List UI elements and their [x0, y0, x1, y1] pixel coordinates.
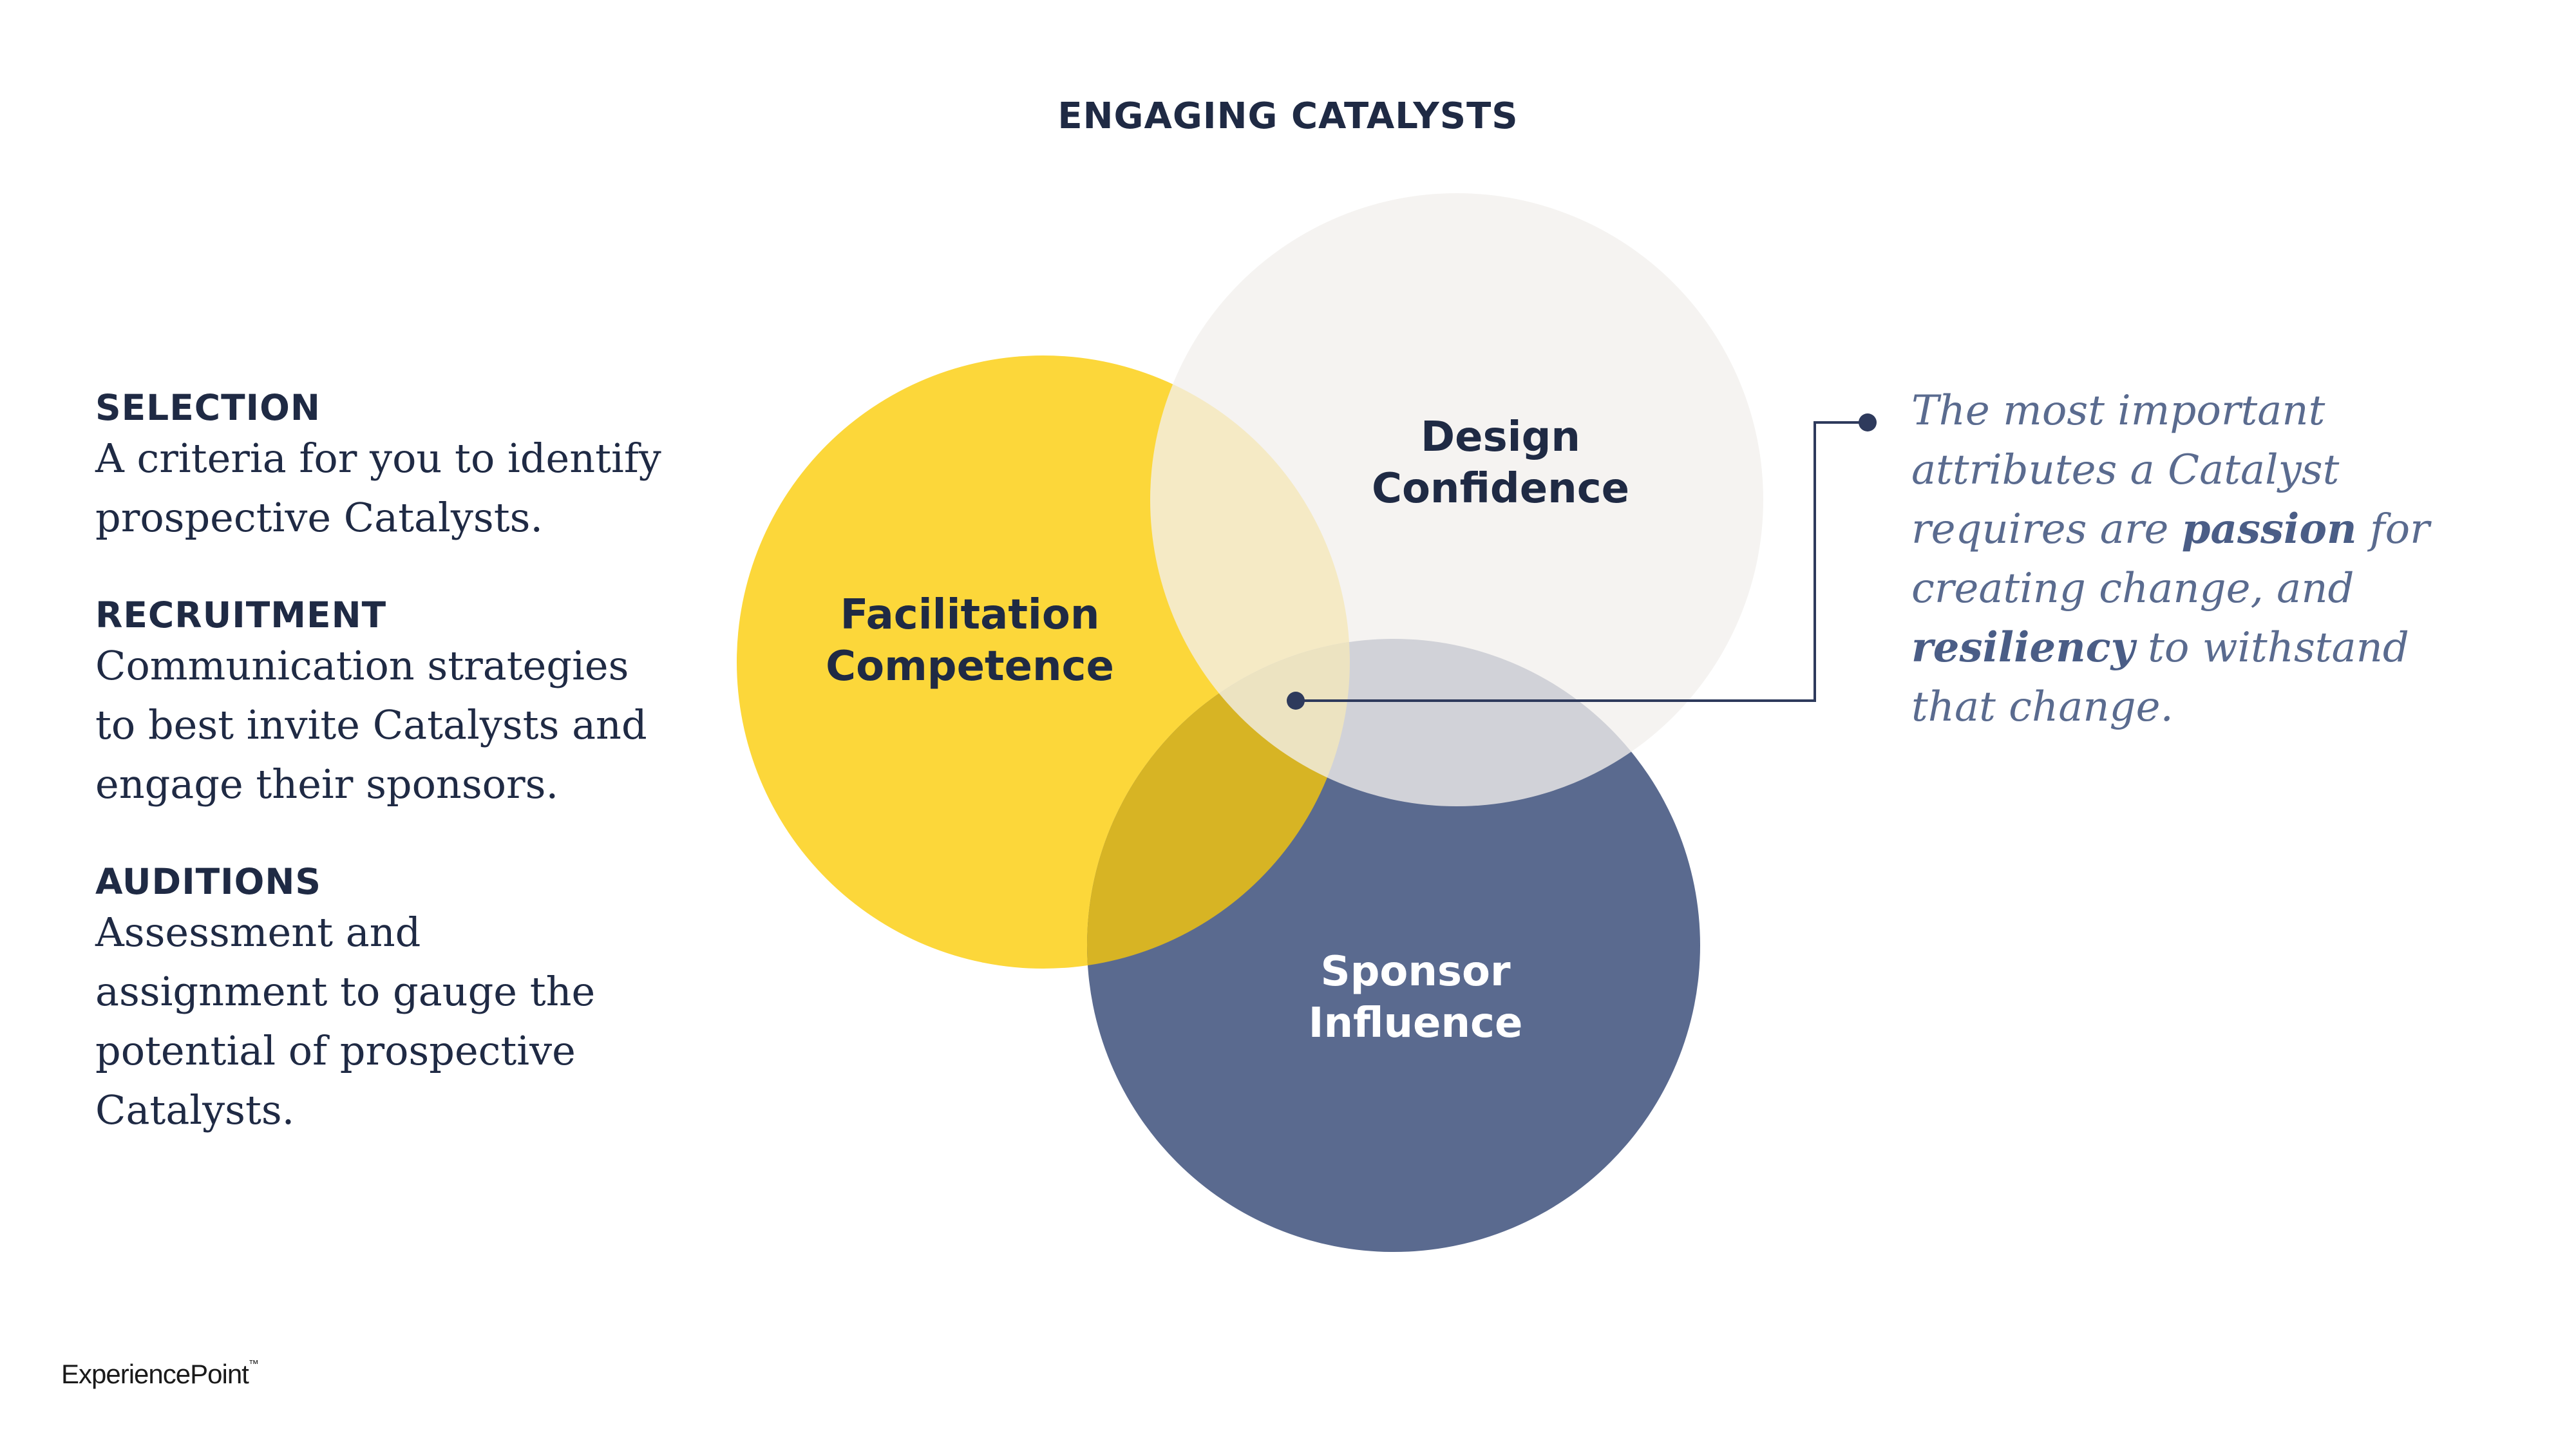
callout-emphasis-resiliency: resiliency: [1911, 623, 2135, 672]
label-facilitation-1: Facilitation: [840, 591, 1100, 639]
label-facilitation-2: Competence: [826, 643, 1114, 690]
label-design-2: Confidence: [1372, 465, 1629, 513]
label-design-1: Design: [1421, 413, 1580, 461]
section-selection: SELECTION A criteria for you to identify…: [95, 386, 675, 547]
section-heading: SELECTION: [95, 387, 321, 428]
callout-dot-end: [1859, 413, 1877, 431]
section-body: Communication strategies to best invite …: [95, 642, 647, 808]
section-heading: AUDITIONS: [95, 861, 322, 902]
callout-text: The most important attributes a Catalyst…: [1911, 381, 2478, 737]
page-title: ENGAGING CATALYSTS: [1057, 95, 1519, 137]
sections-list: SELECTION A criteria for you to identify…: [95, 386, 675, 1186]
logo-text: ExperiencePoint: [61, 1359, 249, 1389]
callout-emphasis-passion: passion: [2181, 505, 2357, 553]
callout-dot-center: [1287, 692, 1305, 710]
circle-design: [1150, 193, 1763, 806]
section-body: Assessment and assignment to gauge the p…: [95, 909, 596, 1133]
section-auditions: AUDITIONS Assessment and assignment to g…: [95, 860, 675, 1140]
label-sponsor-2: Influence: [1309, 999, 1523, 1047]
logo-trademark: ™: [248, 1359, 259, 1370]
callout-part3: to withstand that change.: [1911, 624, 2409, 731]
callout-part1: The most important attributes a Catalyst…: [1911, 387, 2340, 553]
section-heading: RECRUITMENT: [95, 594, 387, 636]
brand-logo: ExperiencePoint™: [61, 1359, 259, 1390]
callout-connector-line: [1296, 421, 1868, 702]
section-body: A criteria for you to identify prospecti…: [95, 435, 661, 541]
callout-part2: for creating change, and: [1911, 506, 2430, 612]
overlap-facilitation-sponsor: [1087, 639, 1350, 969]
label-sponsor-1: Sponsor: [1320, 948, 1511, 996]
section-recruitment: RECRUITMENT Communication strategies to …: [95, 594, 675, 814]
